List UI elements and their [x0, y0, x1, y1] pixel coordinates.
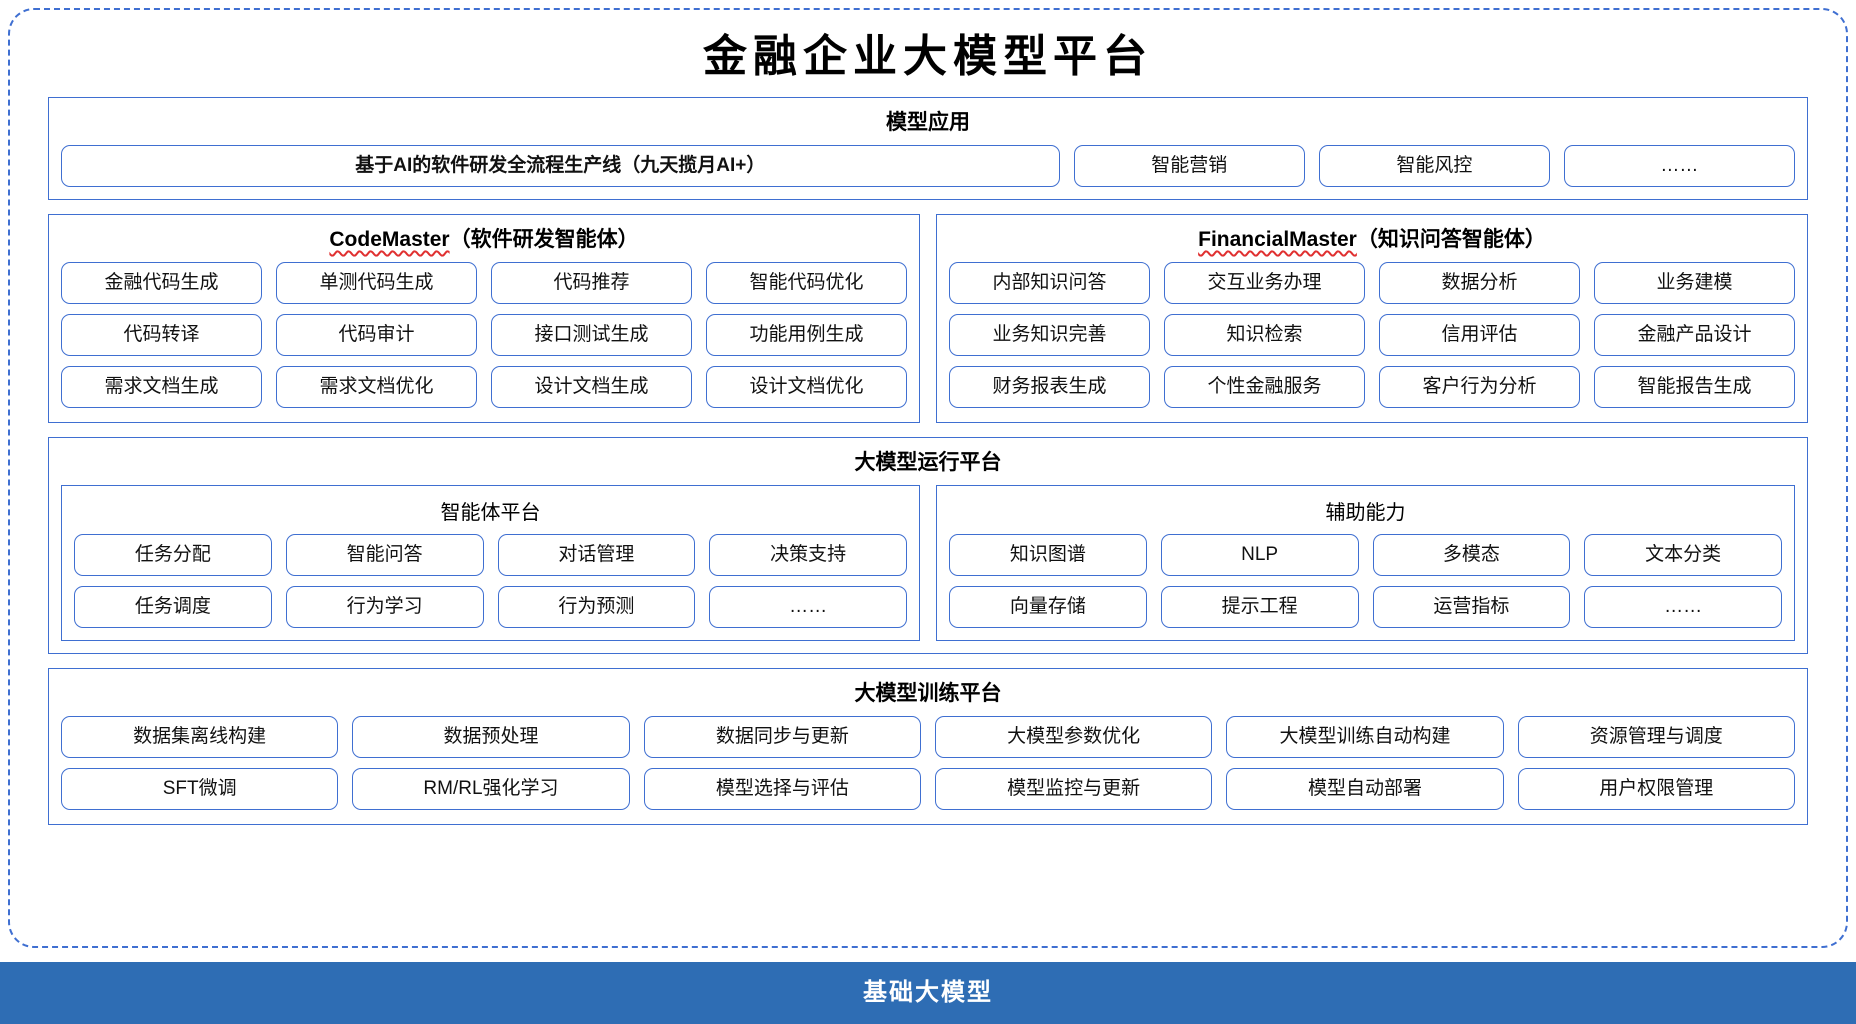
pill-customer-behavior-analysis[interactable]: 客户行为分析 — [1379, 365, 1580, 408]
pill-resource-management[interactable]: 资源管理与调度 — [1517, 716, 1795, 759]
financialmaster-row-2: 业务知识完善 知识检索 信用评估 金融产品设计 — [949, 313, 1795, 356]
training-row-2: SFT微调 RM/RL强化学习 模型选择与评估 模型监控与更新 模型自动部署 用… — [61, 768, 1795, 811]
pill-data-preprocessing[interactable]: 数据预处理 — [352, 716, 630, 759]
pill-agent-platform-ellipsis[interactable]: …… — [709, 586, 907, 629]
runtime-platform-title: 大模型运行平台 — [854, 450, 1002, 474]
pill-behavior-prediction[interactable]: 行为预测 — [497, 586, 696, 629]
pill-financial-report-gen[interactable]: 财务报表生成 — [949, 365, 1150, 408]
runtime-subpanels: 智能体平台 任务分配 智能问答 对话管理 决策支持 任务调度 行为学习 行为预测… — [61, 485, 1795, 642]
pill-smart-qa[interactable]: 智能问答 — [285, 534, 484, 577]
codemaster-title-cn: （软件研发智能体） — [449, 227, 639, 251]
pill-auxiliary-ellipsis[interactable]: …… — [1584, 586, 1782, 629]
financialmaster-title: FinancialMaster（知识问答智能体） — [949, 227, 1795, 252]
model-application-title: 模型应用 — [886, 110, 970, 134]
financialmaster-title-latin: FinancialMaster — [1198, 227, 1357, 251]
pill-knowledge-graph[interactable]: 知识图谱 — [949, 534, 1147, 577]
pill-vector-store[interactable]: 向量存储 — [949, 586, 1147, 629]
pill-financial-product-design[interactable]: 金融产品设计 — [1594, 313, 1795, 356]
pill-requirement-doc-gen[interactable]: 需求文档生成 — [61, 365, 262, 408]
financialmaster-panel: FinancialMaster（知识问答智能体） 内部知识问答 交互业务办理 数… — [936, 213, 1808, 423]
codemaster-row-3: 需求文档生成 需求文档优化 设计文档生成 设计文档优化 — [61, 365, 907, 408]
pill-credit-assessment[interactable]: 信用评估 — [1379, 313, 1580, 356]
pill-model-monitor-update[interactable]: 模型监控与更新 — [934, 768, 1213, 811]
pill-decision-support[interactable]: 决策支持 — [709, 534, 907, 577]
pill-api-test-gen[interactable]: 接口测试生成 — [491, 313, 692, 356]
agent-platform-subpanel: 智能体平台 任务分配 智能问答 对话管理 决策支持 任务调度 行为学习 行为预测… — [61, 485, 920, 642]
agent-platform-row-2: 任务调度 行为学习 行为预测 …… — [74, 586, 907, 629]
pill-smart-code-optimize[interactable]: 智能代码优化 — [706, 261, 907, 304]
pill-model-auto-deploy[interactable]: 模型自动部署 — [1226, 768, 1504, 811]
training-platform-title: 大模型训练平台 — [854, 682, 1002, 706]
agent-platform-title: 智能体平台 — [440, 502, 541, 525]
pill-unittest-code-gen[interactable]: 单测代码生成 — [276, 261, 477, 304]
pill-business-knowledge-improve[interactable]: 业务知识完善 — [949, 313, 1150, 356]
pill-design-doc-opt[interactable]: 设计文档优化 — [706, 365, 907, 408]
pill-rm-rl[interactable]: RM/RL强化学习 — [352, 768, 630, 811]
pill-text-classification[interactable]: 文本分类 — [1584, 534, 1782, 577]
app-smart-marketing[interactable]: 智能营销 — [1073, 144, 1305, 187]
app-main-pipeline[interactable]: 基于AI的软件研发全流程生产线（九天揽月AI+） — [61, 144, 1060, 187]
model-application-row: 基于AI的软件研发全流程生产线（九天揽月AI+） 智能营销 智能风控 …… — [61, 144, 1795, 187]
codemaster-title-latin: CodeMaster — [329, 227, 450, 251]
pill-training-auto-build[interactable]: 大模型训练自动构建 — [1226, 716, 1504, 759]
page-title: 金融企业大模型平台 — [703, 32, 1153, 81]
pill-nlp[interactable]: NLP — [1160, 534, 1359, 577]
pill-requirement-doc-opt[interactable]: 需求文档优化 — [276, 365, 477, 408]
auxiliary-row-1: 知识图谱 NLP 多模态 文本分类 — [949, 534, 1782, 577]
codemaster-panel: CodeMaster（软件研发智能体） 金融代码生成 单测代码生成 代码推荐 智… — [48, 213, 920, 423]
pill-internal-knowledge-qa[interactable]: 内部知识问答 — [949, 261, 1150, 304]
pill-finance-code-gen[interactable]: 金融代码生成 — [61, 261, 262, 304]
pill-code-transpile[interactable]: 代码转译 — [61, 313, 262, 356]
agent-panels: CodeMaster（软件研发智能体） 金融代码生成 单测代码生成 代码推荐 智… — [48, 213, 1808, 423]
pill-personalized-finance-service[interactable]: 个性金融服务 — [1164, 365, 1365, 408]
pill-business-modeling[interactable]: 业务建模 — [1594, 261, 1795, 304]
pill-data-sync-update[interactable]: 数据同步与更新 — [643, 716, 921, 759]
pill-user-permission-management[interactable]: 用户权限管理 — [1517, 768, 1795, 811]
pill-code-audit[interactable]: 代码审计 — [276, 313, 477, 356]
app-smart-risk-control[interactable]: 智能风控 — [1318, 144, 1550, 187]
model-application-panel: 模型应用 基于AI的软件研发全流程生产线（九天揽月AI+） 智能营销 智能风控 … — [48, 96, 1808, 200]
auxiliary-capability-subpanel: 辅助能力 知识图谱 NLP 多模态 文本分类 向量存储 提示工程 运营指标 …… — [936, 485, 1795, 642]
pill-operation-metrics[interactable]: 运营指标 — [1372, 586, 1571, 629]
auxiliary-row-2: 向量存储 提示工程 运营指标 …… — [949, 586, 1782, 629]
auxiliary-capability-title: 辅助能力 — [1325, 502, 1406, 525]
pill-prompt-engineering[interactable]: 提示工程 — [1160, 586, 1359, 629]
pill-task-scheduling[interactable]: 任务调度 — [74, 586, 272, 629]
codemaster-row-2: 代码转译 代码审计 接口测试生成 功能用例生成 — [61, 313, 907, 356]
pill-sft-finetune[interactable]: SFT微调 — [61, 768, 339, 811]
pill-smart-report-gen[interactable]: 智能报告生成 — [1594, 365, 1795, 408]
outer-dashed-frame: 金融企业大模型平台 模型应用 基于AI的软件研发全流程生产线（九天揽月AI+） … — [8, 8, 1848, 948]
pill-multimodal[interactable]: 多模态 — [1372, 534, 1571, 577]
pill-dataset-offline-build[interactable]: 数据集离线构建 — [61, 716, 339, 759]
pill-task-allocation[interactable]: 任务分配 — [74, 534, 272, 577]
codemaster-title: CodeMaster（软件研发智能体） — [61, 227, 907, 252]
pill-behavior-learning[interactable]: 行为学习 — [285, 586, 484, 629]
pill-knowledge-retrieval[interactable]: 知识检索 — [1164, 313, 1365, 356]
financialmaster-title-cn: （知识问答智能体） — [1356, 227, 1546, 251]
pill-model-select-evaluate[interactable]: 模型选择与评估 — [643, 768, 921, 811]
pill-interactive-business[interactable]: 交互业务办理 — [1164, 261, 1365, 304]
pill-dialog-management[interactable]: 对话管理 — [497, 534, 696, 577]
training-platform-panel: 大模型训练平台 数据集离线构建 数据预处理 数据同步与更新 大模型参数优化 大模… — [48, 668, 1808, 826]
financialmaster-row-3: 财务报表生成 个性金融服务 客户行为分析 智能报告生成 — [949, 365, 1795, 408]
pill-data-analysis[interactable]: 数据分析 — [1379, 261, 1580, 304]
agent-platform-row-1: 任务分配 智能问答 对话管理 决策支持 — [74, 534, 907, 577]
app-more-ellipsis[interactable]: …… — [1563, 144, 1795, 187]
pill-code-recommend[interactable]: 代码推荐 — [491, 261, 692, 304]
runtime-platform-panel: 大模型运行平台 智能体平台 任务分配 智能问答 对话管理 决策支持 任务调度 行… — [48, 436, 1808, 655]
training-row-1: 数据集离线构建 数据预处理 数据同步与更新 大模型参数优化 大模型训练自动构建 … — [61, 716, 1795, 759]
pill-design-doc-gen[interactable]: 设计文档生成 — [491, 365, 692, 408]
base-model-bar: 基础大模型 — [0, 962, 1856, 1024]
financialmaster-row-1: 内部知识问答 交互业务办理 数据分析 业务建模 — [949, 261, 1795, 304]
codemaster-row-1: 金融代码生成 单测代码生成 代码推荐 智能代码优化 — [61, 261, 907, 304]
pill-feature-case-gen[interactable]: 功能用例生成 — [706, 313, 907, 356]
pill-model-param-optimize[interactable]: 大模型参数优化 — [934, 716, 1213, 759]
